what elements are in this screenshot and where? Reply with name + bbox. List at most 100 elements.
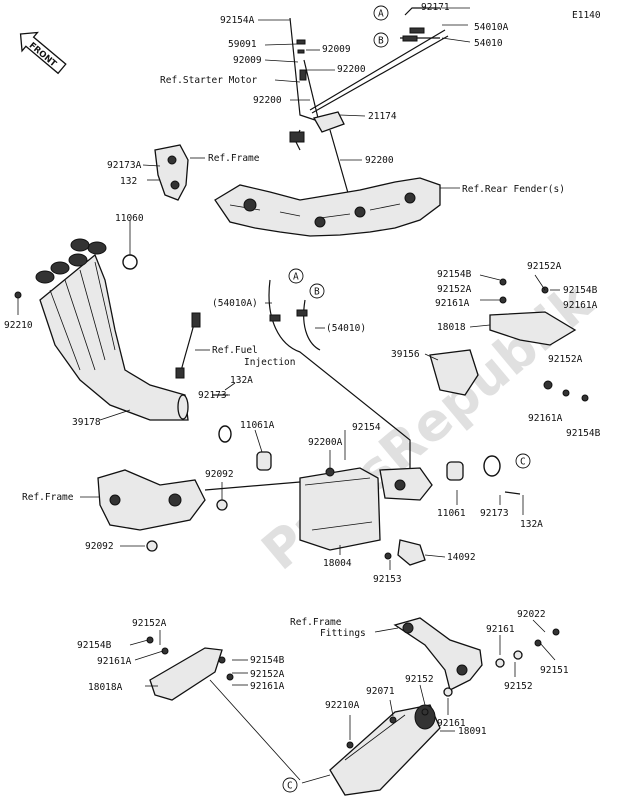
label-ref-starter-motor: Ref.Starter Motor [160,75,258,86]
label-injection: Injection [244,357,295,368]
leader-lines [17,7,560,784]
label-92152A: 92152A [132,618,167,629]
part-labels: 92154A 92171 54010A 54010 59091 92009 92… [4,2,601,737]
callout-c-mid: C [515,453,531,469]
label-92161A: 92161A [97,656,132,667]
label-92151: 92151 [540,665,569,676]
label-92092: 92092 [85,541,114,552]
label-92171: 92171 [421,2,450,13]
label-59091: 59091 [228,39,257,50]
silencer-part [329,704,441,796]
frame-bracket-top-part [154,144,189,201]
svg-text:B: B [378,36,384,47]
pre-chamber-part [299,467,381,551]
muffler-bracket-part [393,617,483,691]
label-132A: 132A [520,519,543,530]
label-11060: 11060 [115,213,144,224]
svg-text:B: B [314,287,320,298]
label-54010-paren: (54010) [326,323,366,334]
label-39156: 39156 [391,349,420,360]
label-18018: 18018 [437,322,466,333]
label-92200: 92200 [337,64,366,75]
callout-a-top: A [373,5,389,21]
label-92161A: 92161A [250,681,285,692]
label-92092: 92092 [205,469,234,480]
throttle-cable-group [289,7,449,201]
label-54010A: 54010A [474,22,509,33]
label-92152A: 92152A [437,284,472,295]
label-92200A: 92200A [308,437,343,448]
label-92152A: 92152A [548,354,583,365]
rear-fender-part [214,177,441,237]
label-92210: 92210 [4,320,33,331]
label-92152A: 92152A [527,261,562,272]
label-92154B: 92154B [437,269,472,280]
label-92154B: 92154B [77,640,112,651]
label-92161A: 92161A [435,298,470,309]
label-92161: 92161 [437,718,466,729]
bracket-washers [146,628,560,749]
label-92210A: 92210A [325,700,360,711]
label-132: 132 [120,176,137,187]
label-92009: 92009 [322,44,351,55]
label-92152: 92152 [405,674,434,685]
callout-b-top: B [373,32,389,48]
label-ref-fuel: Ref.Fuel [212,345,258,356]
label-92200: 92200 [253,95,282,106]
label-92161A: 92161A [563,300,598,311]
callout-b-mid: B [309,283,325,299]
fasteners [14,278,589,560]
heat-shield-lower-part [149,647,223,701]
muffler-cover-right-part [429,311,577,396]
label-92152A: 92152A [250,669,285,680]
label-92153: 92153 [373,574,402,585]
label-11061: 11061 [437,508,466,519]
front-arrow-icon: FRONT [19,31,67,75]
label-92071: 92071 [366,686,395,697]
callout-a-mid: A [288,268,304,284]
o2-sensor-part [175,312,201,379]
svg-text:A: A [378,9,384,20]
heat-cover-part [397,539,426,566]
label-92152: 92152 [504,681,533,692]
label-92161: 92161 [486,624,515,635]
label-21174: 21174 [368,111,397,122]
label-92154B: 92154B [566,428,601,439]
label-92173: 92173 [480,508,509,519]
servo-bracket-part [97,469,301,531]
label-ref-frame: Ref.Frame [22,492,74,503]
label-92173: 92173 [198,390,227,401]
collar-11061-part [446,455,501,481]
label-18018A: 18018A [88,682,123,693]
svg-text:A: A [293,272,299,283]
label-54010A-paren: (54010A) [212,298,258,309]
label-54010: 54010 [474,38,503,49]
svg-text:C: C [287,781,293,792]
label-92154A: 92154A [220,15,255,26]
svg-text:C: C [520,457,526,468]
exhaust-valve-cable [268,279,411,470]
label-ref-frame-fittings: Ref.Frame [290,617,342,628]
label-11061A: 11061A [240,420,275,431]
label-39178: 39178 [72,417,101,428]
label-fittings: Fittings [320,628,366,639]
valve-actuator-part [379,467,433,501]
exhaust-header-part [35,238,189,421]
label-14092: 14092 [447,552,476,563]
label-92154B: 92154B [250,655,285,666]
label-92154B: 92154B [563,285,598,296]
collar-11061a-part [218,425,272,471]
label-18091: 18091 [458,726,487,737]
label-92173A: 92173A [107,160,142,171]
label-92161A: 92161A [528,413,563,424]
label-92200: 92200 [365,155,394,166]
label-132A: 132A [230,375,253,386]
label-92154: 92154 [352,422,381,433]
label-92022: 92022 [517,609,546,620]
label-ref-rear-fender: Ref.Rear Fender(s) [462,184,565,195]
label-18004: 18004 [323,558,352,569]
label-ref-frame: Ref.Frame [208,153,260,164]
label-92009: 92009 [233,55,262,66]
